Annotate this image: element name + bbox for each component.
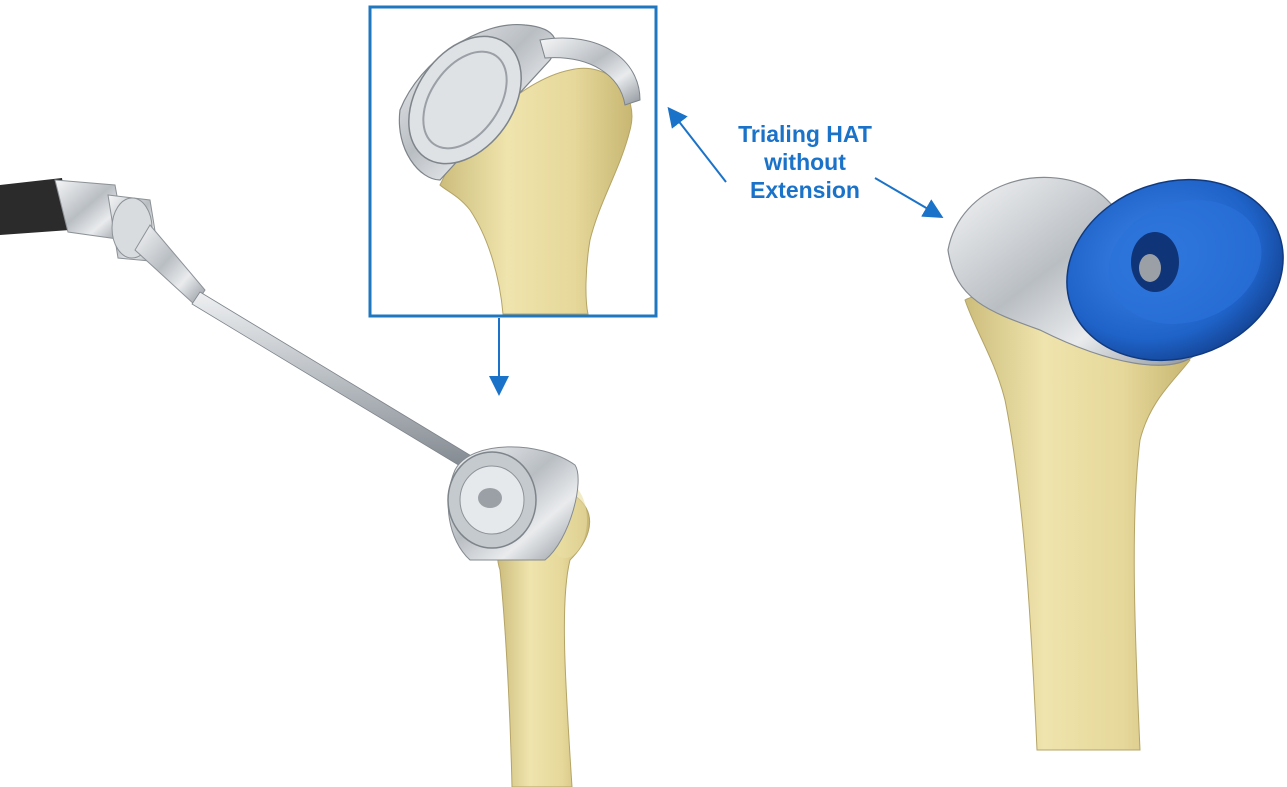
callout-line-3: Extension xyxy=(705,176,905,204)
callout-label: Trialing HAT without Extension xyxy=(705,120,905,204)
callout-line-2: without xyxy=(705,148,905,176)
implant-head-left xyxy=(448,447,578,560)
callout-line-1: Trialing HAT xyxy=(705,120,905,148)
